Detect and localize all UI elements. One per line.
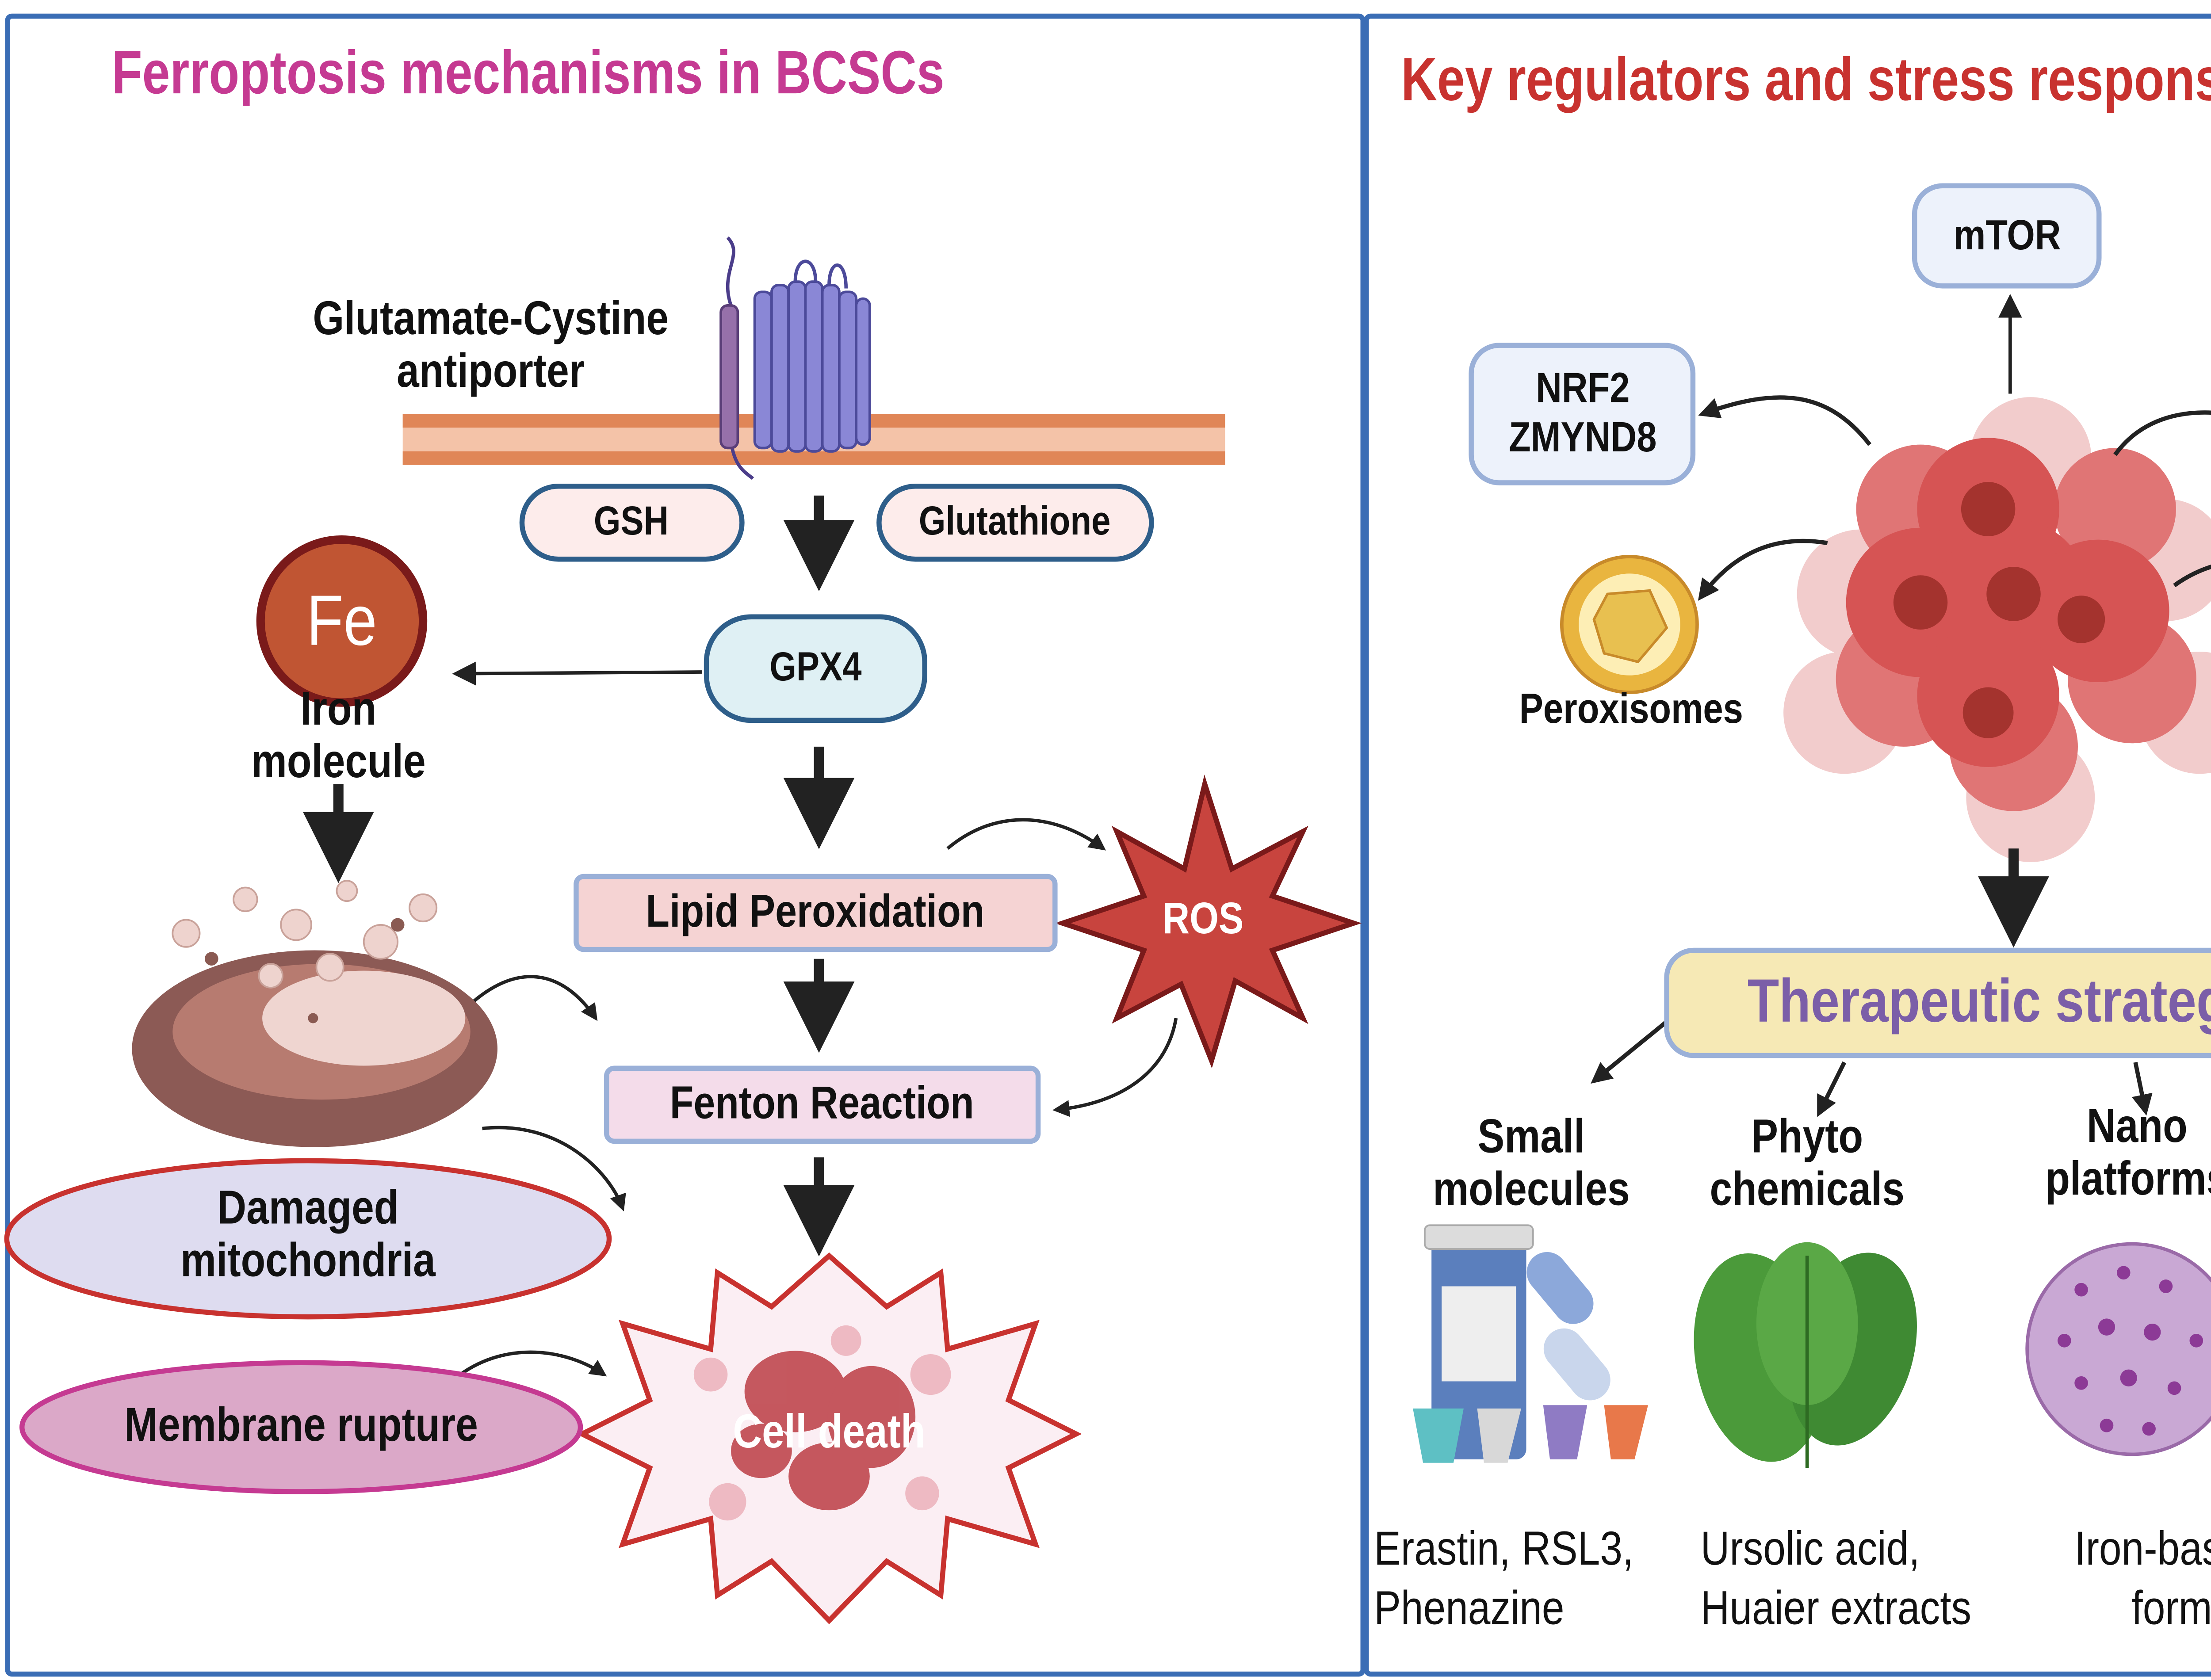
- membrane-rupture-ellipse: [19, 1360, 583, 1494]
- category-nano-platforms: Nano platforms: [2045, 1100, 2211, 1206]
- antiporter-protein-icon: [719, 236, 871, 480]
- tumor-cluster-icon: [1783, 397, 2211, 862]
- examples-nano-platforms: Iron-based nano formulations: [2074, 1522, 2211, 1634]
- glutathione-box: Glutathione: [876, 483, 1154, 562]
- antiporter-label: Glutamate-Cystine antiporter: [313, 292, 669, 398]
- left-panel-title: Ferroptosis mechanisms in BCSCs: [111, 37, 945, 107]
- peroxisomes-label: Peroxisomes: [1519, 685, 1743, 733]
- category-phytochemicals: Phyto chemicals: [1710, 1110, 1905, 1216]
- examples-phytochemicals: Ursolic acid, Huaier extracts: [1700, 1522, 1972, 1634]
- examples-small-molecules: Erastin, RSL3, Phenazine: [1374, 1522, 1634, 1634]
- right-panel-title: Key regulators and stress responses: [1401, 44, 2211, 114]
- arrows-right: [1591, 294, 2211, 1117]
- gpx4-box: GPX4: [704, 614, 927, 723]
- ros-star-icon: [1054, 774, 1362, 1069]
- mtor-box: mTOR: [1912, 183, 2102, 289]
- lipid-peroxidation-box: Lipid Peroxidation: [574, 874, 1058, 952]
- left-panel: [5, 13, 1366, 1677]
- right-panel: [1364, 13, 2211, 1677]
- pill-bottle-capsules-icon: [1413, 1224, 1649, 1463]
- iron-icon: [256, 535, 428, 707]
- peroxisome-icon: [1560, 555, 1699, 694]
- therapeutic-strategies-box: [1664, 947, 2211, 1058]
- therapeutic-strategies-title: Therapeutic strategies: [1747, 966, 2211, 1035]
- fenton-reaction-box: Fenton Reaction: [604, 1065, 1041, 1144]
- arrows-left: [302, 495, 1178, 1377]
- cell-death-burst-icon: [576, 1252, 1082, 1624]
- category-small-molecules: Small molecules: [1433, 1110, 1630, 1216]
- gsh-box: GSH: [519, 483, 745, 562]
- iron-molecule-label: Iron molecule: [251, 682, 426, 788]
- fe-symbol: Fe: [306, 580, 377, 661]
- damaged-mitochondria-icon: [132, 880, 497, 1147]
- membrane-rupture-label: Membrane rupture: [124, 1398, 478, 1451]
- damaged-mitochondria-label: Damaged mitochondria: [180, 1181, 436, 1287]
- cell-death-label: Cell death: [733, 1405, 926, 1458]
- damaged-mitochondria-ellipse: [4, 1158, 612, 1320]
- nanoparticle-sphere-icon: [2025, 1242, 2211, 1456]
- ros-label: ROS: [1163, 892, 1244, 944]
- leaf-icon: [1694, 1242, 1917, 1468]
